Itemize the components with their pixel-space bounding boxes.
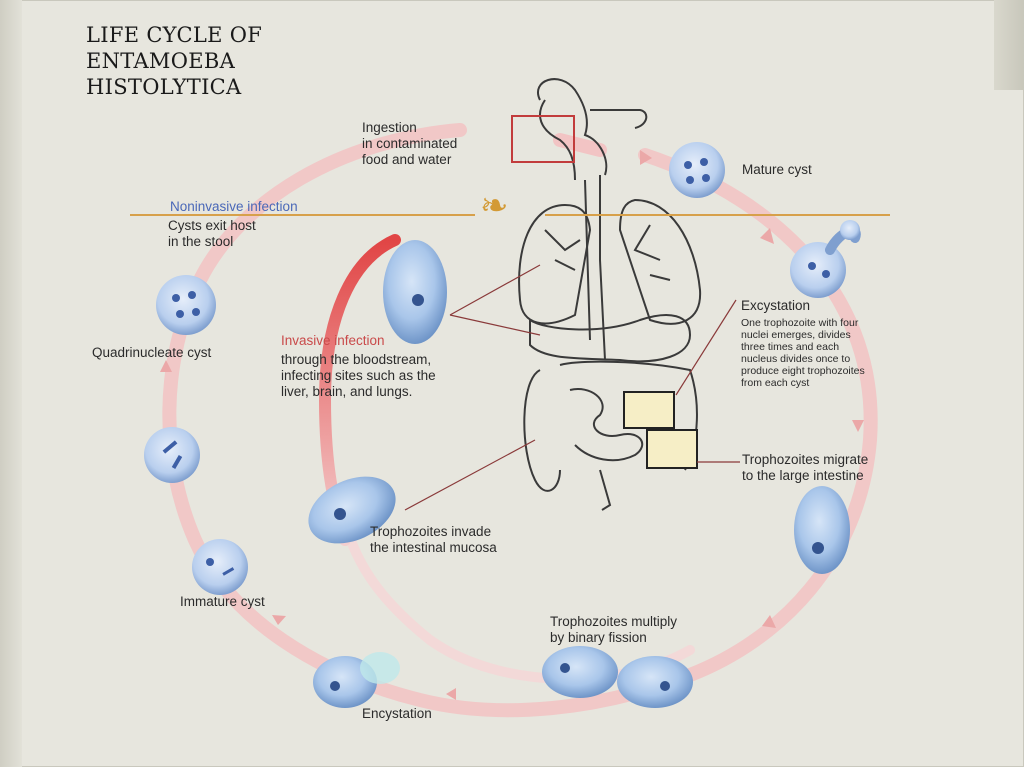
page-title: LIFE CYCLE OF ENTAMOEBA HISTOLYTICA (86, 23, 263, 99)
binary-fission-cells (542, 646, 693, 708)
label-ingestion: Ingestion in contaminated food and water (362, 120, 458, 167)
excystation-cell (790, 220, 861, 298)
label-trophozoites-multiply: Trophozoites multiply by binary fission (550, 614, 678, 645)
accent-line-left (130, 214, 475, 216)
label-trophozoites-invade: Trophozoites invade the intestinal mucos… (370, 524, 497, 555)
label-invasive-heading: Invasive infection (281, 333, 385, 348)
small-intestine-box (623, 391, 675, 429)
label-quadrinucleate-cyst: Quadrinucleate cyst (92, 345, 212, 360)
encystation-cell (313, 652, 400, 708)
label-excystation-detail: One trophozoite with four nuclei emerges… (741, 317, 865, 389)
label-mature-cyst: Mature cyst (742, 162, 812, 177)
label-invasive-detail: through the bloodstream, infecting sites… (281, 352, 436, 399)
ornament-icon: ❧ (480, 186, 509, 226)
label-immature-cyst: Immature cyst (180, 594, 265, 609)
mucosa-trophozoite-cell (308, 476, 396, 544)
leader-lines (404, 264, 740, 511)
label-noninvasive-heading: Noninvasive infection (170, 199, 298, 214)
mouth-highlight-box (511, 115, 575, 163)
flow-arrowheads (160, 150, 864, 700)
trophozoite-large-intestine-cell (794, 486, 850, 574)
corner-decoration (994, 0, 1024, 90)
accent-line-right (545, 214, 890, 216)
large-intestine-box (646, 429, 698, 469)
quadrinucleate-cyst-cell (156, 275, 216, 335)
invasive-trophozoite-cell (383, 240, 447, 344)
label-encystation: Encystation (362, 706, 432, 721)
side-decoration (0, 0, 22, 767)
label-trophozoites-migrate: Trophozoites migrate to the large intest… (742, 452, 869, 483)
chromatoid-cyst-cell (144, 427, 200, 483)
human-body-outline (518, 78, 702, 511)
label-noninvasive-detail: Cysts exit host in the stool (168, 218, 256, 249)
label-excystation: Excystation (741, 298, 811, 313)
immature-cyst-cell (192, 539, 248, 595)
mature-cyst-cell (669, 142, 725, 198)
